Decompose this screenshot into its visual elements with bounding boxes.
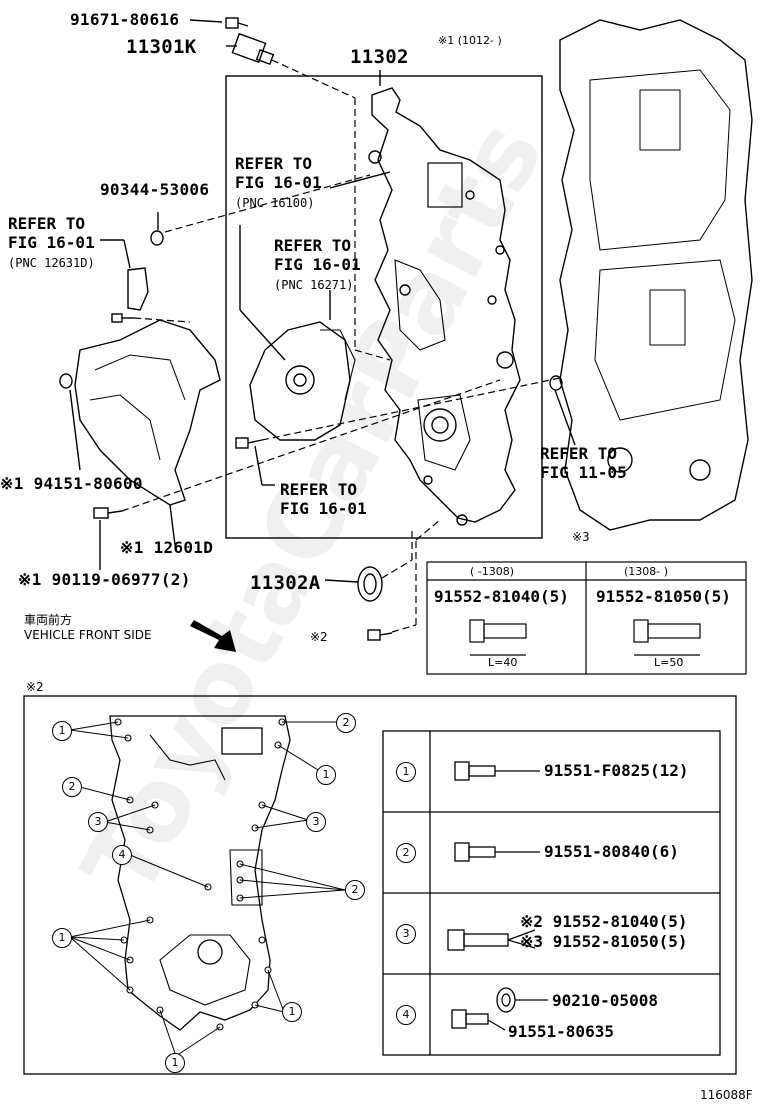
- detail-callout-2: 2: [345, 880, 365, 900]
- detail-callout-3: 3: [306, 812, 326, 832]
- bolt-length-table-frame: [426, 561, 747, 675]
- vehicle-front-en: VEHICLE FRONT SIDE: [24, 628, 152, 642]
- note-3-marker: ※3: [572, 530, 590, 544]
- part-94151-label[interactable]: ※1 94151-80600: [0, 474, 143, 493]
- detail-callout-2: 2: [62, 777, 82, 797]
- part-90119-label[interactable]: ※1 90119-06977(2): [18, 570, 191, 589]
- refer-fig-16-01-pnc-12631d[interactable]: REFER TO FIG 16-01 (PNC 12631D): [8, 214, 95, 270]
- figure-id: 116088F: [700, 1088, 753, 1102]
- legend-pn-3b[interactable]: ※3 91552-81050(5): [520, 932, 688, 951]
- bolt-table-col2-length: L=50: [654, 656, 684, 669]
- water-pump: [249, 321, 351, 441]
- engine-block: [559, 19, 753, 531]
- bolt-table-col1-pn[interactable]: 91552-81040(5): [434, 587, 569, 606]
- part-11302-label[interactable]: 11302: [350, 46, 409, 68]
- part-91671-label[interactable]: 91671-80616: [70, 10, 180, 29]
- detail-callout-2: 2: [336, 713, 356, 733]
- legend-pn-4b[interactable]: 91551-80635: [508, 1022, 614, 1041]
- legend-num-4: 4: [396, 1005, 416, 1025]
- legend-num-2: 2: [396, 843, 416, 863]
- detail-callout-4: 4: [112, 845, 132, 865]
- detail-marker: ※2: [26, 680, 44, 694]
- detail-frame: [23, 695, 737, 1075]
- refer-fig-16-01[interactable]: REFER TO FIG 16-01: [280, 480, 367, 518]
- bolt-table-col1-length: L=40: [488, 656, 518, 669]
- part-11301k-label[interactable]: 11301K: [126, 36, 197, 58]
- detail-cover-outline: [109, 715, 291, 1031]
- vehicle-front-jp: 車両前方: [24, 613, 73, 627]
- legend-pn-1[interactable]: 91551-F0825(12): [544, 761, 689, 780]
- legend-num-3: 3: [396, 924, 416, 944]
- detail-callout-3: 3: [88, 812, 108, 832]
- legend-pn-3a[interactable]: ※2 91552-81040(5): [520, 912, 688, 931]
- bolt-table-col2-head: (1308- ): [624, 565, 669, 578]
- legend-pn-2[interactable]: 91551-80840(6): [544, 842, 679, 861]
- note-1-applicability: ※1 (1012- ): [438, 34, 502, 47]
- legend-pn-4a[interactable]: 90210-05008: [552, 991, 658, 1010]
- part-11302a-label[interactable]: 11302A: [250, 572, 321, 594]
- bolt-table-col1-head: ( -1308): [470, 565, 515, 578]
- detail-callout-1: 1: [52, 928, 72, 948]
- legend-num-1: 1: [396, 762, 416, 782]
- detail-callout-1: 1: [282, 1002, 302, 1022]
- cover-frame: [225, 75, 543, 539]
- refer-fig-16-01-pnc-16100[interactable]: REFER TO FIG 16-01 (PNC 16100): [235, 154, 322, 210]
- refer-fig-16-01-pnc-16271[interactable]: REFER TO FIG 16-01 (PNC 16271): [274, 236, 361, 292]
- detail-callout-1: 1: [52, 721, 72, 741]
- detail-callout-1: 1: [316, 765, 336, 785]
- engine-shield: [74, 319, 221, 506]
- refer-fig-11-05[interactable]: REFER TO FIG 11-05: [540, 444, 627, 482]
- part-90344-label[interactable]: 90344-53006: [100, 180, 210, 199]
- detail-leader-lines: [69, 721, 346, 1057]
- part-12601d-label[interactable]: ※1 12601D: [120, 538, 214, 557]
- bolt-table-col2-pn[interactable]: 91552-81050(5): [596, 587, 731, 606]
- detail-callout-1: 1: [165, 1053, 185, 1073]
- vehicle-front-arrow: [190, 620, 236, 652]
- timing-cover-outline: [371, 87, 521, 523]
- note-2-marker: ※2: [310, 630, 328, 644]
